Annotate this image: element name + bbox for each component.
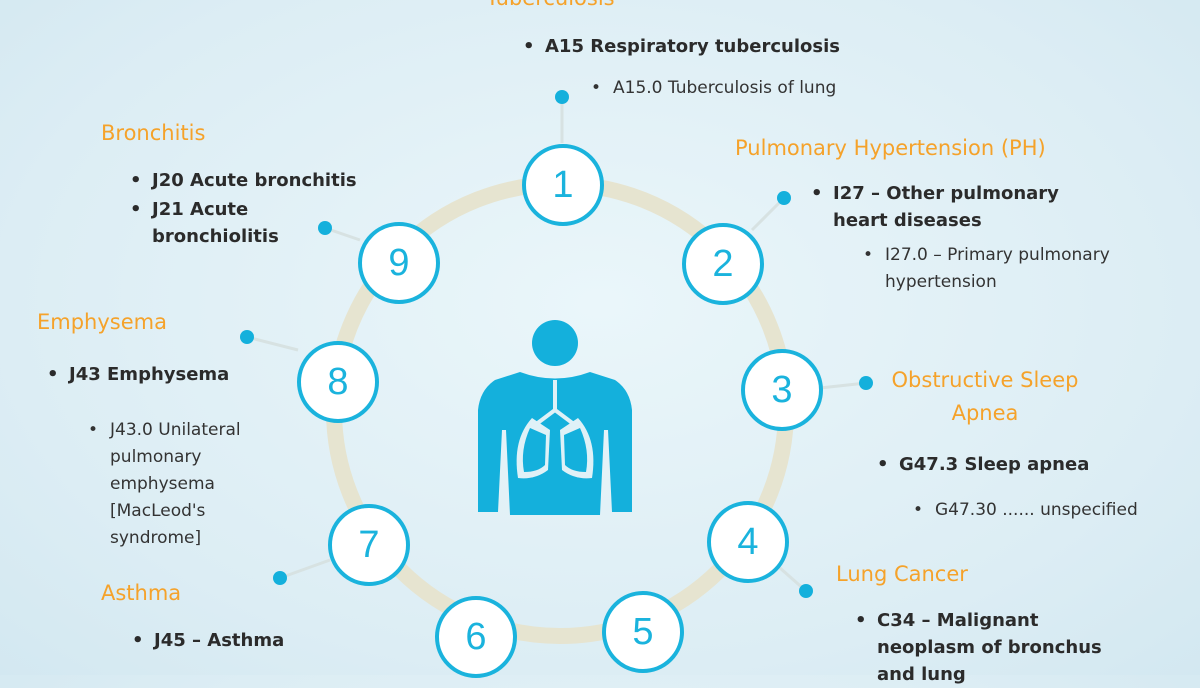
bronchitis-title: Bronchitis [101,121,206,145]
asthma-code: J45 – Asthma [132,627,284,654]
step-1-circle: 1 [522,144,604,226]
step-6-circle: 6 [435,596,517,678]
pulmonary-hypertension-title: Pulmonary Hypertension (PH) [735,136,1046,160]
human-lungs-icon [478,320,632,515]
asthma-title: Asthma [101,581,182,605]
tuberculosis-code: A15 Respiratory tuberculosis [523,33,840,60]
emphysema-title: Emphysema [37,310,167,334]
sleep-apnea-code: G47.3 Sleep apnea [877,451,1089,478]
step-8-circle: 8 [297,341,379,423]
step-4-circle: 4 [707,501,789,583]
tuberculosis-title: Tuberculosis [486,0,615,10]
emphysema-subcode: J43.0 Unilateral pulmonary emphysema [Ma… [88,417,280,552]
lung-cancer-title: Lung Cancer [836,562,968,586]
sleep-apnea-title: Obstructive Sleep Apnea [891,368,1079,425]
emphysema-code: J43 Emphysema [47,361,229,388]
step-9-circle: 9 [358,222,440,304]
bronchitis-code-1: J20 Acute bronchitis [130,167,357,194]
pulmonary-hypertension-subcode: I27.0 – Primary pulmonary hypertension [863,242,1165,296]
tuberculosis-subcode: A15.0 Tuberculosis of lung [591,75,836,102]
step-2-circle: 2 [682,223,764,305]
sleep-apnea-subcode: G47.30 ...... unspecified [913,497,1138,524]
step-5-circle: 5 [602,591,684,673]
step-7-circle: 7 [328,504,410,586]
bronchitis-code-2: J21 Acute bronchiolitis [130,196,327,250]
pulmonary-hypertension-code: I27 – Other pulmonary heart diseases [811,180,1093,234]
step-3-circle: 3 [741,349,823,431]
connector-dots [240,90,873,598]
lung-cancer-code: C34 – Malignant neoplasm of bronchus and… [855,607,1127,688]
